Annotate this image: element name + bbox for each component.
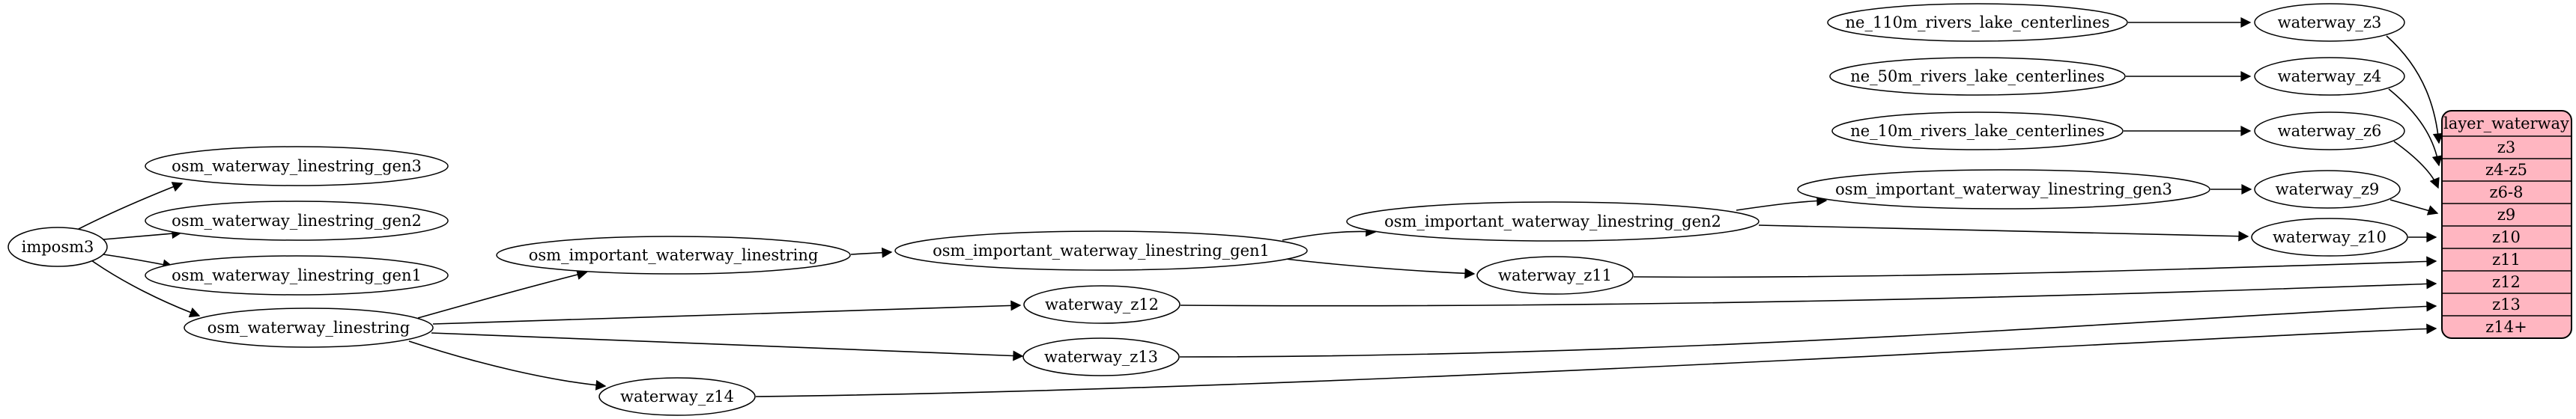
edge-linestring-z12 xyxy=(432,300,1022,325)
node-waterway-z13-label: waterway_z13 xyxy=(1044,348,1158,366)
edge-group xyxy=(76,17,2443,397)
node-waterway-z9: waterway_z9 xyxy=(2254,170,2401,209)
node-waterway-z11: waterway_z11 xyxy=(1476,256,1634,295)
node-osm-waterway-linestring-label: osm_waterway_linestring xyxy=(207,319,410,337)
edge-z11-row-z11 xyxy=(1633,256,2437,278)
node-waterway-z14: waterway_z14 xyxy=(598,377,756,416)
node-osm-important-waterway-linestring-gen1: osm_important_waterway_linestring_gen1 xyxy=(894,230,1308,271)
node-osm-important-waterway-linestring-gen3-label: osm_important_waterway_linestring_gen3 xyxy=(1835,180,2172,198)
edge-linestring-important xyxy=(417,269,588,319)
table-row-z12: z12 xyxy=(2492,273,2521,291)
node-osm-waterway-linestring-gen2-label: osm_waterway_linestring_gen2 xyxy=(172,212,422,230)
node-ne-50m-rivers-lake-centerlines: ne_50m_rivers_lake_centerlines xyxy=(1829,57,2126,96)
node-waterway-z14-label: waterway_z14 xyxy=(620,388,734,406)
node-waterway-z10: waterway_z10 xyxy=(2251,218,2408,257)
node-ne-110m-rivers-lake-centerlines: ne_110m_rivers_lake_centerlines xyxy=(1827,3,2128,42)
node-osm-important-waterway-linestring-gen2-label: osm_important_waterway_linestring_gen2 xyxy=(1384,212,1721,230)
node-waterway-z4-label: waterway_z4 xyxy=(2278,67,2382,85)
table-row-z11: z11 xyxy=(2492,251,2521,269)
edge-imposm3-linestring xyxy=(91,260,201,318)
node-waterway-z3: waterway_z3 xyxy=(2254,3,2405,42)
table-row-z9: z9 xyxy=(2497,206,2515,224)
layer-waterway-table: layer_waterway z3 z4-z5 z6-8 z9 z10 z11 … xyxy=(2441,110,2572,339)
node-osm-waterway-linestring-gen3: osm_waterway_linestring_gen3 xyxy=(145,146,449,186)
edge-z9-row-z9 xyxy=(2389,199,2439,215)
edge-z14-row-z14plus xyxy=(755,323,2437,397)
node-ne-110m-rivers-lake-centerlines-label: ne_110m_rivers_lake_centerlines xyxy=(1846,13,2110,31)
node-osm-waterway-linestring: osm_waterway_linestring xyxy=(184,308,434,348)
node-waterway-z6-label: waterway_z6 xyxy=(2278,122,2382,140)
node-imposm3-label: imposm3 xyxy=(22,238,94,256)
node-waterway-z9-label: waterway_z9 xyxy=(2276,180,2380,198)
node-osm-waterway-linestring-gen2: osm_waterway_linestring_gen2 xyxy=(145,201,449,241)
edge-linestring-z14 xyxy=(408,340,607,391)
edge-z12-row-z12 xyxy=(1180,278,2437,307)
node-waterway-z12-label: waterway_z12 xyxy=(1045,296,1159,314)
table-row-z10: z10 xyxy=(2492,228,2521,246)
node-imposm3: imposm3 xyxy=(7,227,108,267)
node-waterway-z6: waterway_z6 xyxy=(2254,111,2405,150)
node-osm-important-waterway-linestring-gen2: osm_important_waterway_linestring_gen2 xyxy=(1346,201,1760,242)
table-row-z3: z3 xyxy=(2497,138,2515,156)
edge-z4-row-z4z5 xyxy=(2388,88,2443,167)
edge-impgen2-z10 xyxy=(1758,224,2249,242)
edge-linestring-z13 xyxy=(431,332,1024,361)
node-ne-10m-rivers-lake-centerlines-label: ne_10m_rivers_lake_centerlines xyxy=(1850,122,2105,140)
edge-imposm3-gen2 xyxy=(103,228,183,240)
node-ne-10m-rivers-lake-centerlines: ne_10m_rivers_lake_centerlines xyxy=(1831,111,2124,150)
table-row-z6-8: z6-8 xyxy=(2490,183,2524,201)
node-osm-waterway-linestring-gen3-label: osm_waterway_linestring_gen3 xyxy=(172,157,422,175)
table-title: layer_waterway xyxy=(2443,114,2569,132)
node-waterway-z12: waterway_z12 xyxy=(1023,285,1181,324)
node-waterway-z13: waterway_z13 xyxy=(1022,337,1180,376)
node-ne-50m-rivers-lake-centerlines-label: ne_50m_rivers_lake_centerlines xyxy=(1850,67,2105,85)
table-row-z13: z13 xyxy=(2492,296,2521,314)
edge-imposm3-gen1 xyxy=(103,254,174,270)
edge-z13-row-z13 xyxy=(1179,301,2437,358)
node-osm-important-waterway-linestring-gen1-label: osm_important_waterway_linestring_gen1 xyxy=(933,242,1270,260)
table-row-z14plus: z14+ xyxy=(2485,318,2527,336)
node-waterway-z11-label: waterway_z11 xyxy=(1498,266,1612,284)
node-osm-waterway-linestring-gen1: osm_waterway_linestring_gen1 xyxy=(145,255,449,296)
node-waterway-z3-label: waterway_z3 xyxy=(2278,13,2382,31)
edge-z3-row-z3 xyxy=(2386,35,2443,144)
node-osm-important-waterway-linestring-label: osm_important_waterway_linestring xyxy=(529,246,819,264)
edge-impgen1-z11 xyxy=(1285,258,1476,279)
node-osm-important-waterway-linestring-gen3: osm_important_waterway_linestring_gen3 xyxy=(1797,169,2210,210)
table-row-z4-z5: z4-z5 xyxy=(2485,161,2527,179)
node-waterway-z10-label: waterway_z10 xyxy=(2273,228,2386,246)
edge-z6-row-z6-8 xyxy=(2393,141,2440,189)
node-waterway-z4: waterway_z4 xyxy=(2254,57,2405,96)
edge-imposm3-gen3 xyxy=(76,182,184,230)
edge-important-impgen1 xyxy=(850,247,893,258)
node-osm-waterway-linestring-gen1-label: osm_waterway_linestring_gen1 xyxy=(172,266,422,284)
edge-impgen2-impgen3 xyxy=(1736,195,1828,211)
node-osm-important-waterway-linestring: osm_important_waterway_linestring xyxy=(496,236,851,275)
edge-impgen1-impgen2 xyxy=(1282,226,1377,241)
